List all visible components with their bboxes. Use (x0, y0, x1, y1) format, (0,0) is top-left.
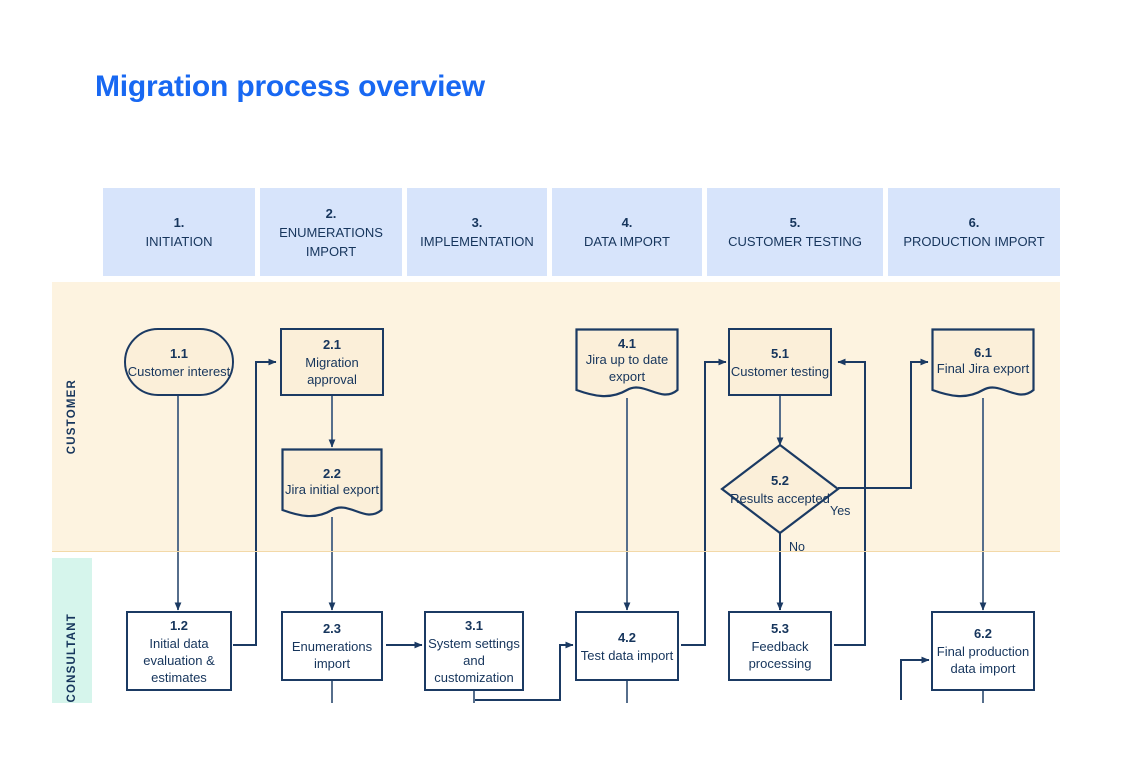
node-id: 6.2 (973, 626, 993, 641)
node-id: 2.2 (322, 465, 342, 481)
node-text: System settings and customization (428, 635, 520, 685)
node-4-1[interactable]: 4.1 Jira up to date export (575, 328, 679, 402)
node-text: Initial data evaluation & estimates (143, 635, 215, 685)
node-text: Feedback processing (748, 639, 812, 671)
swimlane-customer-background (52, 282, 1060, 552)
swimlane-consultant-strip (52, 558, 92, 703)
node-5-2[interactable]: 5.2 Results accepted (720, 443, 840, 535)
node-id: 2.3 (322, 621, 342, 636)
node-id: 4.1 (617, 336, 637, 351)
node-text: Customer interest (127, 363, 231, 379)
node-text: Final production data import (936, 644, 1030, 676)
stage-name: IMPLEMENTATION (420, 234, 534, 249)
node-id: 5.2 (770, 472, 790, 488)
node-text: Jira initial export (285, 481, 379, 497)
node-2-1[interactable]: 2.1 Migration approval (280, 328, 384, 396)
document-shape-icon (931, 328, 1035, 398)
node-text: Results accepted (730, 490, 830, 506)
node-id: 6.1 (973, 344, 993, 360)
node-6-2[interactable]: 6.2 Final production data import (931, 611, 1035, 691)
swimlane-customer-text: CUSTOMER (66, 379, 78, 455)
node-text: Final Jira export (936, 360, 1030, 376)
node-id: 1.1 (169, 345, 189, 361)
stage-header-3[interactable]: 3. IMPLEMENTATION (407, 188, 547, 276)
stage-header-4[interactable]: 4. DATA IMPORT (552, 188, 702, 276)
node-5-3[interactable]: 5.3 Feedback processing (728, 611, 832, 681)
stage-name: ENUMERATIONS IMPORT (279, 224, 383, 259)
edge-label-yes: Yes (830, 504, 851, 518)
node-text: Enumerations import (291, 639, 373, 671)
stage-header-1[interactable]: 1. INITIATION (103, 188, 255, 276)
node-1-2[interactable]: 1.2 Initial data evaluation & estimates (126, 611, 232, 691)
stage-header-2[interactable]: 2. ENUMERATIONS IMPORT (260, 188, 402, 276)
page-title: Migration process overview (95, 70, 485, 103)
stage-header-5[interactable]: 5. CUSTOMER TESTING (707, 188, 883, 276)
swimlane-label-consultant: CONSULTANT (52, 558, 92, 758)
node-id: 2.1 (322, 337, 342, 352)
node-6-1[interactable]: 6.1 Final Jira export (931, 328, 1035, 402)
node-2-3[interactable]: 2.3 Enumerations import (281, 611, 383, 681)
document-shape-icon (575, 328, 679, 398)
node-id: 5.1 (770, 345, 790, 361)
stage-header-6[interactable]: 6. PRODUCTION IMPORT (888, 188, 1060, 276)
node-id: 1.2 (169, 617, 189, 633)
node-text: Test data import (580, 647, 674, 663)
node-5-1[interactable]: 5.1 Customer testing (728, 328, 832, 396)
stage-number: 5. (789, 215, 801, 230)
node-3-1[interactable]: 3.1 System settings and customization (424, 611, 524, 691)
stage-number: 1. (173, 215, 185, 230)
edge-label-no: No (789, 540, 805, 554)
stage-name: CUSTOMER TESTING (728, 234, 862, 249)
stage-number: 3. (471, 215, 483, 230)
node-4-2[interactable]: 4.2 Test data import (575, 611, 679, 681)
swimlane-consultant-text: CONSULTANT (66, 613, 78, 703)
node-1-1[interactable]: 1.1 Customer interest (124, 328, 234, 396)
swimlane-customer-strip (52, 282, 92, 552)
swimlane-label-customer: CUSTOMER (52, 282, 92, 552)
node-id: 5.3 (770, 621, 790, 636)
node-2-2[interactable]: 2.2 Jira initial export (281, 448, 383, 522)
stage-name: INITIATION (145, 234, 213, 249)
node-text: Migration approval (305, 355, 359, 387)
stage-number: 2. (325, 205, 337, 221)
stage-name: PRODUCTION IMPORT (903, 234, 1045, 249)
node-text: Jira up to date export (585, 352, 669, 384)
document-shape-icon (281, 448, 383, 518)
stage-number: 6. (968, 215, 980, 230)
stage-number: 4. (621, 215, 633, 230)
node-id: 3.1 (464, 617, 484, 633)
node-id: 4.2 (617, 629, 637, 645)
swimlane-divider (52, 551, 1060, 552)
stage-name: DATA IMPORT (584, 234, 670, 249)
node-text: Customer testing (730, 363, 830, 379)
